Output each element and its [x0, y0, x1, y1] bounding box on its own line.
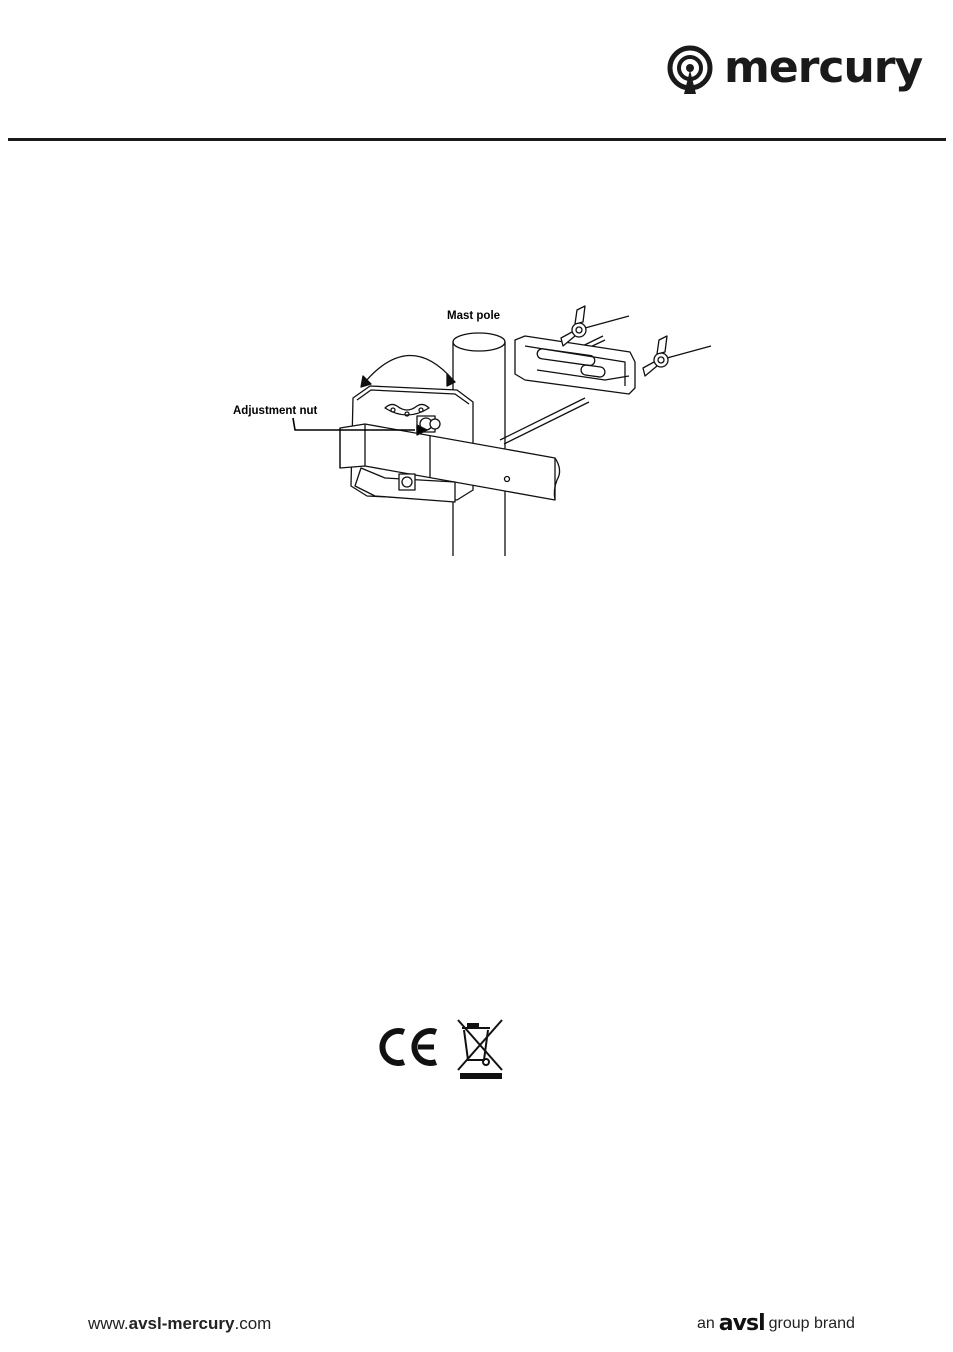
avsl-group-brand: an avsl group brand	[697, 1313, 855, 1335]
brand-prefix: an	[697, 1315, 715, 1333]
bracket-drawing	[225, 290, 725, 560]
mercury-signal-icon	[666, 44, 716, 98]
mast-pole-label: Mast pole	[447, 310, 500, 322]
mounting-bracket-illustration: Mast pole Adjustment nut	[225, 290, 725, 560]
mercury-logo: mercury	[666, 44, 906, 98]
url-suffix: .com	[234, 1314, 271, 1333]
weee-bin-icon	[458, 1020, 502, 1079]
website-url[interactable]: www.avsl-mercury.com	[88, 1314, 271, 1334]
brand-suffix: group brand	[769, 1315, 855, 1333]
ce-mark-icon	[382, 1031, 436, 1063]
brand-name: mercury	[724, 38, 922, 98]
avsl-logo: avsl	[719, 1314, 765, 1334]
header-divider	[8, 138, 946, 141]
adjustment-nut-label: Adjustment nut	[233, 405, 317, 417]
compliance-marks	[374, 1016, 506, 1080]
url-prefix: www.	[88, 1314, 129, 1333]
url-domain: avsl-mercury	[129, 1314, 235, 1333]
